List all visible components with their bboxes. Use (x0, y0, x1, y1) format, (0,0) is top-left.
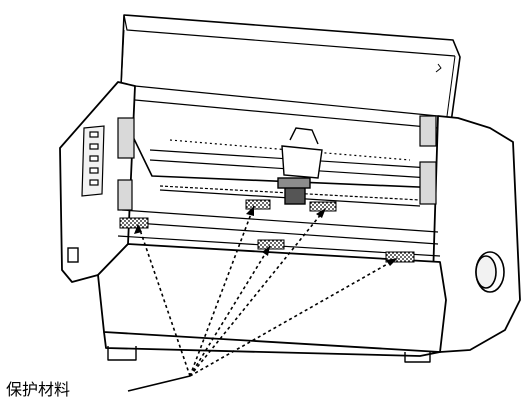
callout-arrowheads (134, 206, 398, 266)
leader-line (189, 245, 271, 377)
printer-body (59, 81, 521, 363)
arrowhead (246, 206, 254, 216)
callout-leader-lines (137, 205, 399, 377)
power-switch (67, 247, 79, 263)
panel-button (89, 143, 99, 150)
leader-line (189, 207, 327, 377)
platen-knob (475, 251, 505, 293)
leader-line (137, 223, 191, 377)
panel-button (89, 167, 99, 174)
protective-pad (385, 251, 415, 263)
callout-connector-line (127, 375, 191, 392)
protective-pad (257, 239, 285, 250)
print-head-carriage (277, 127, 323, 205)
arrowhead (262, 246, 270, 256)
arrowhead (134, 224, 142, 234)
callout-label: 保护材料 (6, 380, 71, 399)
leader-line (189, 205, 255, 377)
protective-pad (245, 199, 271, 210)
operator-panel (81, 125, 105, 197)
panel-button (89, 155, 99, 162)
leader-line (189, 257, 399, 377)
panel-button (89, 131, 99, 138)
arrowhead (386, 258, 398, 266)
protective-pad (309, 201, 337, 212)
panel-button (89, 179, 99, 186)
protective-pad (119, 217, 149, 229)
arrowhead (316, 208, 326, 218)
